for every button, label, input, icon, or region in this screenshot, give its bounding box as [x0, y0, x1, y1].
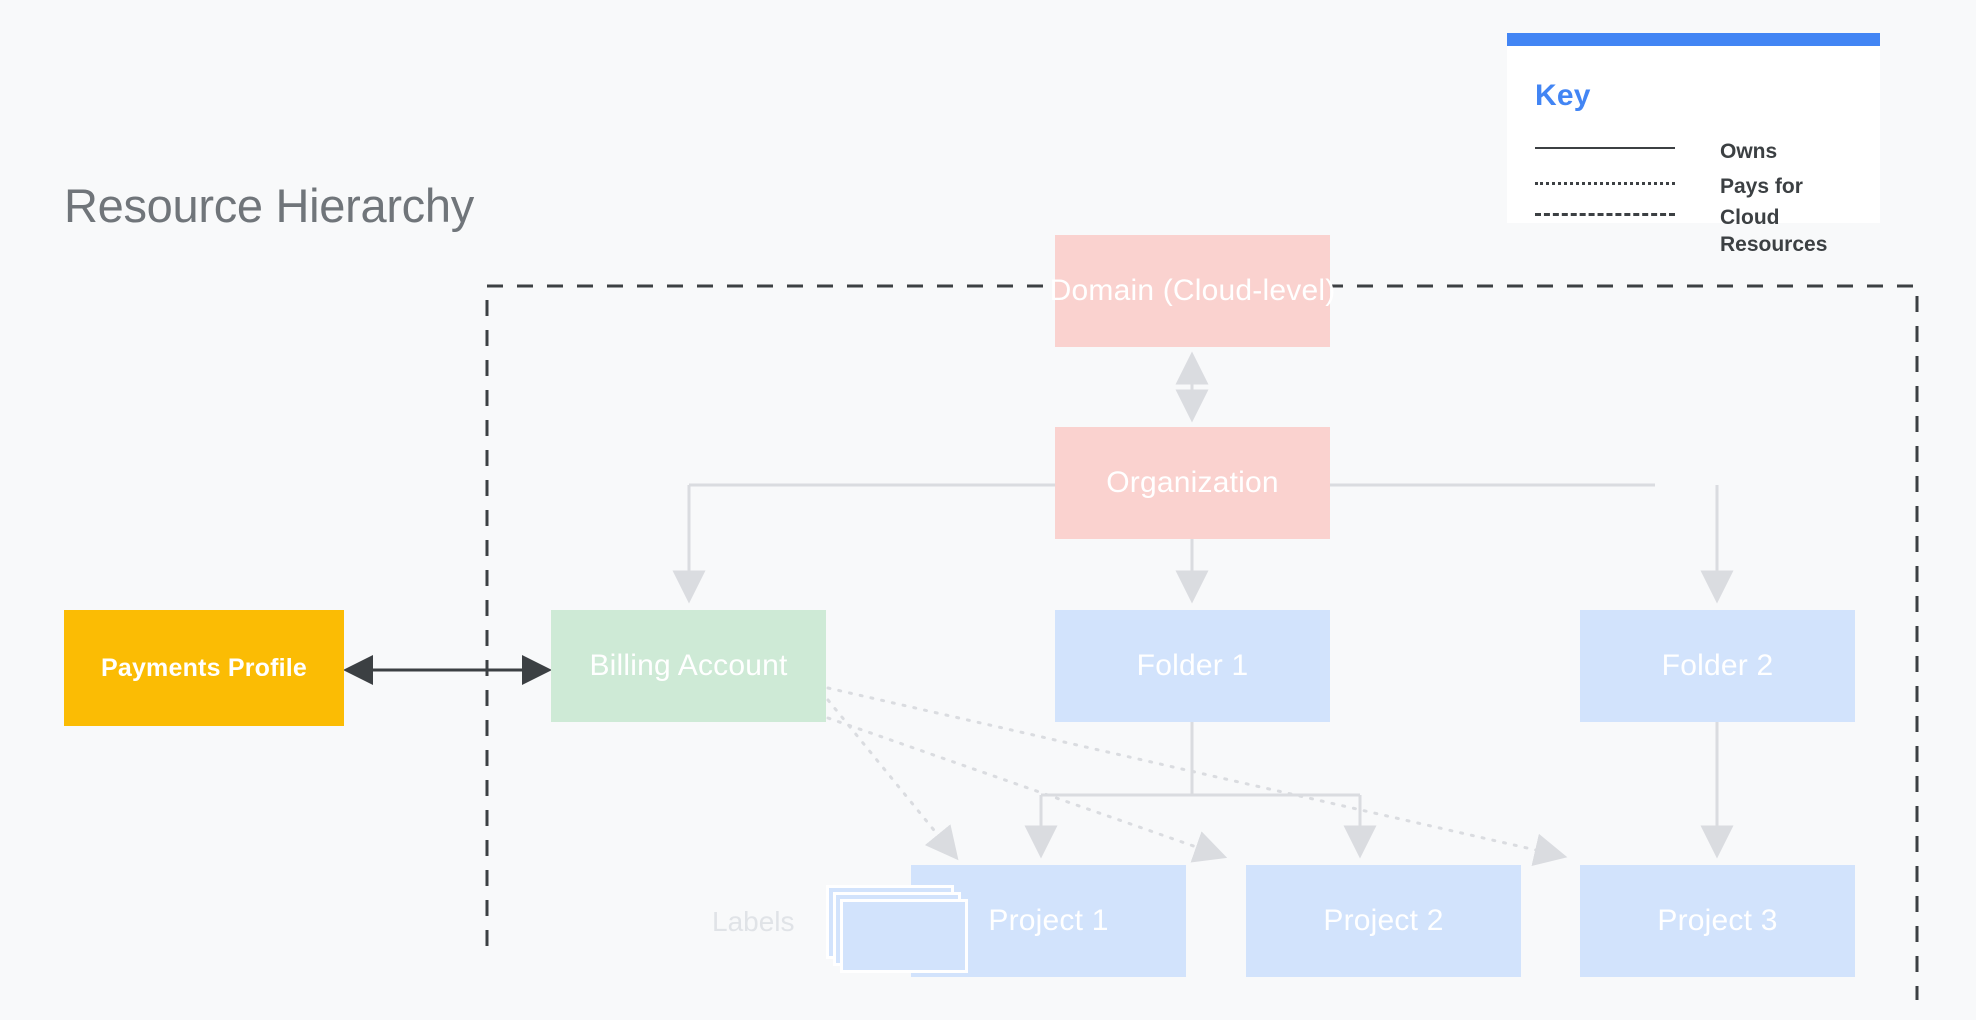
- node-payments-profile[interactable]: Payments Profile: [64, 610, 344, 726]
- key-line-dotted-icon: [1535, 174, 1675, 192]
- key-title: Key: [1535, 79, 1591, 112]
- node-folder-1[interactable]: Folder 1: [1055, 610, 1330, 722]
- node-domain[interactable]: Domain (Cloud-level): [1050, 235, 1335, 347]
- key-line-solid-icon: [1535, 139, 1675, 157]
- node-project-2[interactable]: Project 2: [1246, 865, 1521, 977]
- key-label-cloud-resources: Cloud Resources: [1720, 206, 1828, 256]
- node-organization[interactable]: Organization: [1055, 427, 1330, 539]
- key-legend-panel: Key Owns Pays for Cloud Resources: [1507, 33, 1880, 256]
- page-title: Resource Hierarchy: [64, 179, 474, 232]
- key-row-owns: Owns: [1535, 139, 1865, 166]
- node-billing-account[interactable]: Billing Account: [551, 610, 826, 722]
- key-line-dashed-icon: [1535, 205, 1675, 223]
- key-row-pays-for: Pays for: [1535, 174, 1865, 201]
- labels-card-stack[interactable]: [826, 885, 968, 973]
- node-project-3[interactable]: Project 3: [1580, 865, 1855, 977]
- key-accent-bar: [1507, 33, 1880, 46]
- edge-folder1-projects: [1024, 722, 1377, 859]
- key-label-pays-for: Pays for: [1720, 175, 1803, 198]
- key-row-cloud-resources: Cloud Resources: [1535, 205, 1865, 259]
- label-card-front: [840, 899, 968, 973]
- labels-caption: Labels: [712, 906, 795, 937]
- key-label-owns: Owns: [1720, 140, 1778, 163]
- node-folder-2[interactable]: Folder 2: [1580, 610, 1855, 722]
